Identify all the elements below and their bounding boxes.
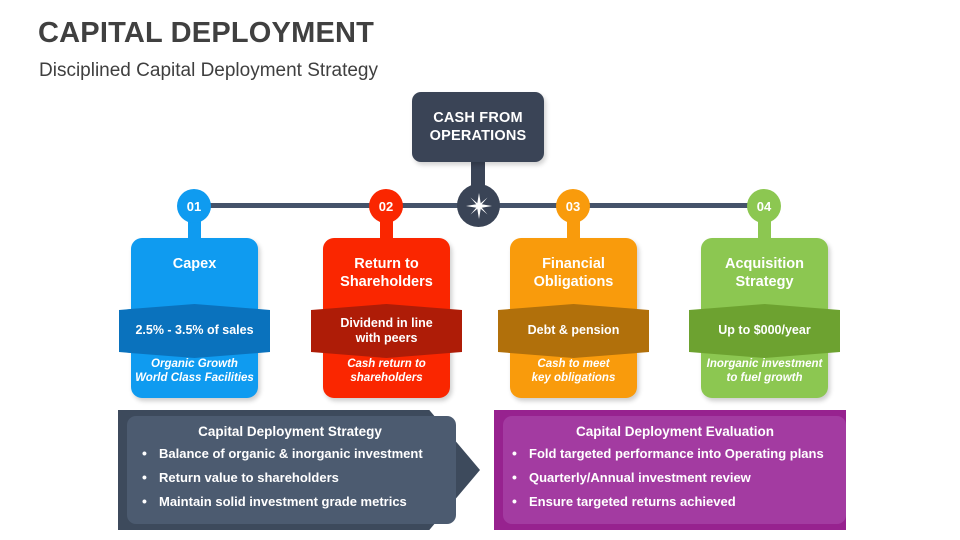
list-item: Ensure targeted returns achieved (510, 494, 840, 508)
pillar-title-line2-02: Shareholders (340, 273, 433, 290)
evaluation-panel-heading: Capital Deployment Evaluation (575, 424, 775, 439)
list-item: Maintain solid investment grade metrics (140, 494, 440, 508)
pillar-title-line1-03: Financial (542, 256, 605, 272)
pillar-title-01: Capex (172, 256, 217, 272)
pillar-badge-label-02: 02 (378, 198, 394, 214)
pillar-badge-label-03: 03 (565, 198, 581, 214)
pillar-note-line2-02: shareholders (350, 372, 423, 385)
pillar-banner-text-02: Dividend in line with peers (336, 316, 436, 347)
pillar-title-line1-02: Return to (354, 256, 419, 272)
pillar-badge-01[interactable]: 01 (177, 189, 211, 223)
pillar-banner-03: Debt & pension (498, 304, 649, 358)
pillar-banner-text-01: 2.5% - 3.5% of sales (135, 323, 254, 338)
pillar-note-01: Organic Growth World Class Facilities (133, 357, 256, 386)
pillar-banner-02: Dividend in line with peers (311, 304, 462, 358)
source-box: CASH FROM OPERATIONS (412, 92, 544, 162)
pillar-title-line1-04: Acquisition (725, 256, 804, 272)
pillar-note-line1-02: Cash return to (347, 357, 426, 370)
pillar-title-line2-04: Strategy (735, 273, 794, 290)
page-subtitle: Disciplined Capital Deployment Strategy (39, 60, 378, 81)
pillar-title-line2-03: Obligations (533, 273, 614, 290)
pillar-badge-label-01: 01 (186, 198, 202, 214)
pillar-badge-label-04: 04 (756, 198, 772, 214)
strategy-panel-heading: Capital Deployment Strategy (198, 424, 382, 439)
source-box-label: CASH FROM OPERATIONS (429, 109, 527, 144)
list-item: Return value to shareholders (140, 470, 440, 484)
pillar-note-line1-01: Organic Growth (151, 357, 238, 370)
pillar-title-03: Financial Obligations (510, 256, 637, 291)
pillar-note-line1-03: Cash to meet (537, 357, 610, 370)
pillar-banner-text-03: Debt & pension (527, 323, 620, 338)
pillar-note-04: Inorganic investment to fuel growth (703, 357, 826, 386)
pillar-note-line2-01: World Class Facilities (135, 372, 254, 385)
pillar-title-04: Acquisition Strategy (701, 256, 828, 291)
list-item: Quarterly/Annual investment review (510, 470, 840, 484)
strategy-panel-content: Capital Deployment Strategy Balance of o… (140, 424, 440, 519)
pillar-note-line2-04: to fuel growth (726, 372, 803, 385)
pillar-banner-01: 2.5% - 3.5% of sales (119, 304, 270, 358)
pillar-badge-02[interactable]: 02 (369, 189, 403, 223)
pillar-banner-line1-02: Dividend in line (340, 315, 433, 330)
evaluation-panel-list: Fold targeted performance into Operating… (510, 446, 840, 508)
strategy-panel-list: Balance of organic & inorganic investmen… (140, 446, 440, 508)
evaluation-panel-content: Capital Deployment Evaluation Fold targe… (510, 424, 840, 519)
pillar-note-03: Cash to meet key obligations (512, 357, 635, 386)
pillar-badge-04[interactable]: 04 (747, 189, 781, 223)
pillar-badge-03[interactable]: 03 (556, 189, 590, 223)
sparkle-star-icon (465, 192, 492, 219)
pillar-note-line2-03: key obligations (531, 372, 616, 385)
pillar-banner-line2-02: with peers (355, 331, 418, 345)
pillar-note-line1-04: Inorganic investment (706, 357, 823, 370)
pillar-banner-04: Up to $000/year (689, 304, 840, 358)
pillar-title-02: Return to Shareholders (323, 256, 450, 291)
pillar-note-02: Cash return to shareholders (325, 357, 448, 386)
pillar-banner-text-04: Up to $000/year (718, 323, 811, 338)
hub-node (457, 184, 500, 227)
list-item: Balance of organic & inorganic investmen… (140, 446, 440, 460)
list-item: Fold targeted performance into Operating… (510, 446, 840, 460)
page-title: CAPITAL DEPLOYMENT (38, 17, 375, 49)
